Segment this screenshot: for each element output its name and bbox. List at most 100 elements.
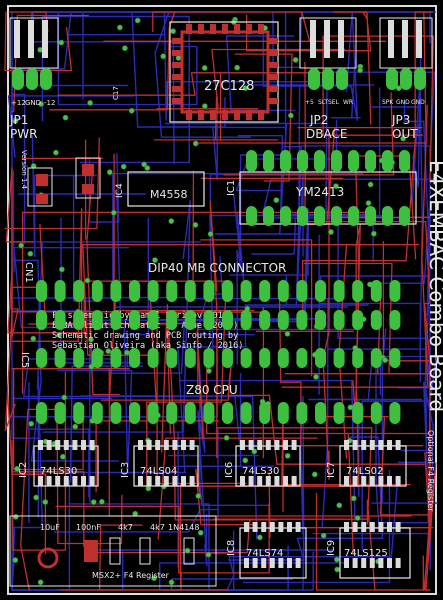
z80-bottom-pad (370, 402, 382, 424)
ic2-smd-pad (46, 476, 52, 486)
dip40-bottom-pad (91, 310, 103, 330)
optional-register-label: Optional F4 Register (426, 430, 435, 512)
dip40-bottom-pad (222, 310, 233, 330)
jp3-pin-3: GND (411, 99, 425, 106)
ic8-ref: IC8 (226, 540, 237, 556)
ym2413-bottom-pad (348, 206, 359, 226)
z80-bottom-pad (333, 402, 345, 424)
trace (422, 509, 431, 591)
jp3-pin-1: SPK (382, 99, 394, 106)
trace (403, 99, 431, 407)
z80-top-pad (203, 348, 215, 368)
ic7-smd-pad (369, 440, 375, 450)
ic9-smd-pad (395, 522, 401, 532)
dip40-bottom-pad (110, 310, 122, 330)
dip40-bottom-pad (389, 310, 401, 330)
dip40-top-pad (296, 280, 308, 302)
ic7-smd-pad (369, 476, 375, 486)
ic2-smd-pad (89, 476, 95, 486)
ic6-smd-pad (257, 476, 263, 486)
via (88, 336, 94, 343)
ym2413-label: YM2413 (295, 185, 344, 199)
trace (281, 104, 429, 388)
value-4k7-a: 4k7 (118, 523, 133, 532)
ic9-smd-pad (395, 558, 401, 568)
trace (223, 92, 395, 176)
trace (156, 48, 346, 110)
via (151, 575, 157, 582)
jp3-name: OUT (392, 127, 418, 141)
version-label: Version 1.4 (20, 150, 28, 190)
z80-top-pad (147, 348, 159, 368)
dip40-top-pad (389, 280, 401, 302)
board-title: E4XEMBAC Combo Board (425, 160, 443, 412)
trace (55, 472, 271, 574)
via (59, 266, 65, 273)
eprom-pad (210, 24, 216, 34)
jp3-pin-2: GND (396, 99, 410, 106)
via (128, 107, 135, 114)
eprom-pad (186, 24, 192, 34)
trace (104, 280, 227, 490)
eprom-pad (268, 74, 278, 80)
z80-top-pad (389, 348, 401, 368)
dip40-label: DIP40 MB CONNECTOR (148, 261, 286, 275)
jp1-name: PWR (10, 127, 37, 141)
via (370, 230, 377, 237)
ic3-smd-pad (181, 476, 186, 486)
ic6-smd-pad (265, 476, 271, 486)
via (313, 373, 319, 380)
trace (200, 239, 313, 377)
via (382, 357, 388, 363)
dip40-top-pad (73, 280, 85, 302)
ic2-smd-pad (89, 440, 95, 450)
via (207, 231, 214, 237)
ym2413-top-pad (399, 150, 410, 172)
dip40-bottom-pad (370, 310, 382, 330)
ic8-smd-pad (287, 558, 292, 568)
component-pads (36, 24, 410, 568)
trace (96, 514, 335, 551)
jp3-out-header[interactable]: SPK GND GND JP3 OUT (379, 17, 433, 141)
eprom-pad (210, 110, 216, 120)
trace (4, 137, 100, 230)
ic6-part: 74LS30 (242, 466, 279, 477)
via (292, 57, 299, 63)
ic3-smd-pad (172, 440, 178, 450)
ic8-smd-pad (287, 522, 292, 532)
z80-top-pad (129, 348, 140, 368)
ic2-smd-pad (55, 440, 61, 450)
ic3-smd-pad (189, 476, 195, 486)
ic8-smd-pad (295, 522, 301, 532)
trace (299, 395, 305, 591)
trace (57, 72, 327, 142)
trace (39, 223, 199, 388)
ic9-smd-pad (387, 558, 392, 568)
ic7-smd-pad (395, 440, 401, 450)
via (168, 218, 175, 224)
dip40-bottom-pad (259, 310, 271, 330)
jp1-power-header[interactable]: +12 GND -12 JP1 PWR (9, 17, 59, 141)
via (256, 534, 263, 541)
trace (36, 11, 264, 128)
ic8-smd-pad (295, 558, 301, 568)
ic9-smd-pad (378, 522, 384, 532)
via (365, 200, 372, 206)
via (201, 103, 208, 109)
dip40-top-pad (129, 280, 140, 302)
jp1-ref: JP1 (9, 113, 28, 127)
dip40-top-pad (315, 280, 326, 302)
eprom-pad (172, 50, 182, 56)
cn1-label: CN1 (23, 262, 34, 283)
ic3-smd-pad (163, 440, 169, 450)
jp2-pin-2: SLTSEL (318, 99, 340, 106)
ic8-smd-pad (269, 558, 275, 568)
trace (192, 11, 427, 144)
jp2-dbace-header[interactable]: +5 SLTSEL WR JP2 DBACE (299, 17, 357, 141)
via (12, 514, 19, 520)
ic3-smd-pad (155, 476, 161, 486)
eprom-pad (268, 38, 278, 44)
trace (209, 200, 218, 459)
ic2-ref: IC2 (18, 462, 29, 478)
